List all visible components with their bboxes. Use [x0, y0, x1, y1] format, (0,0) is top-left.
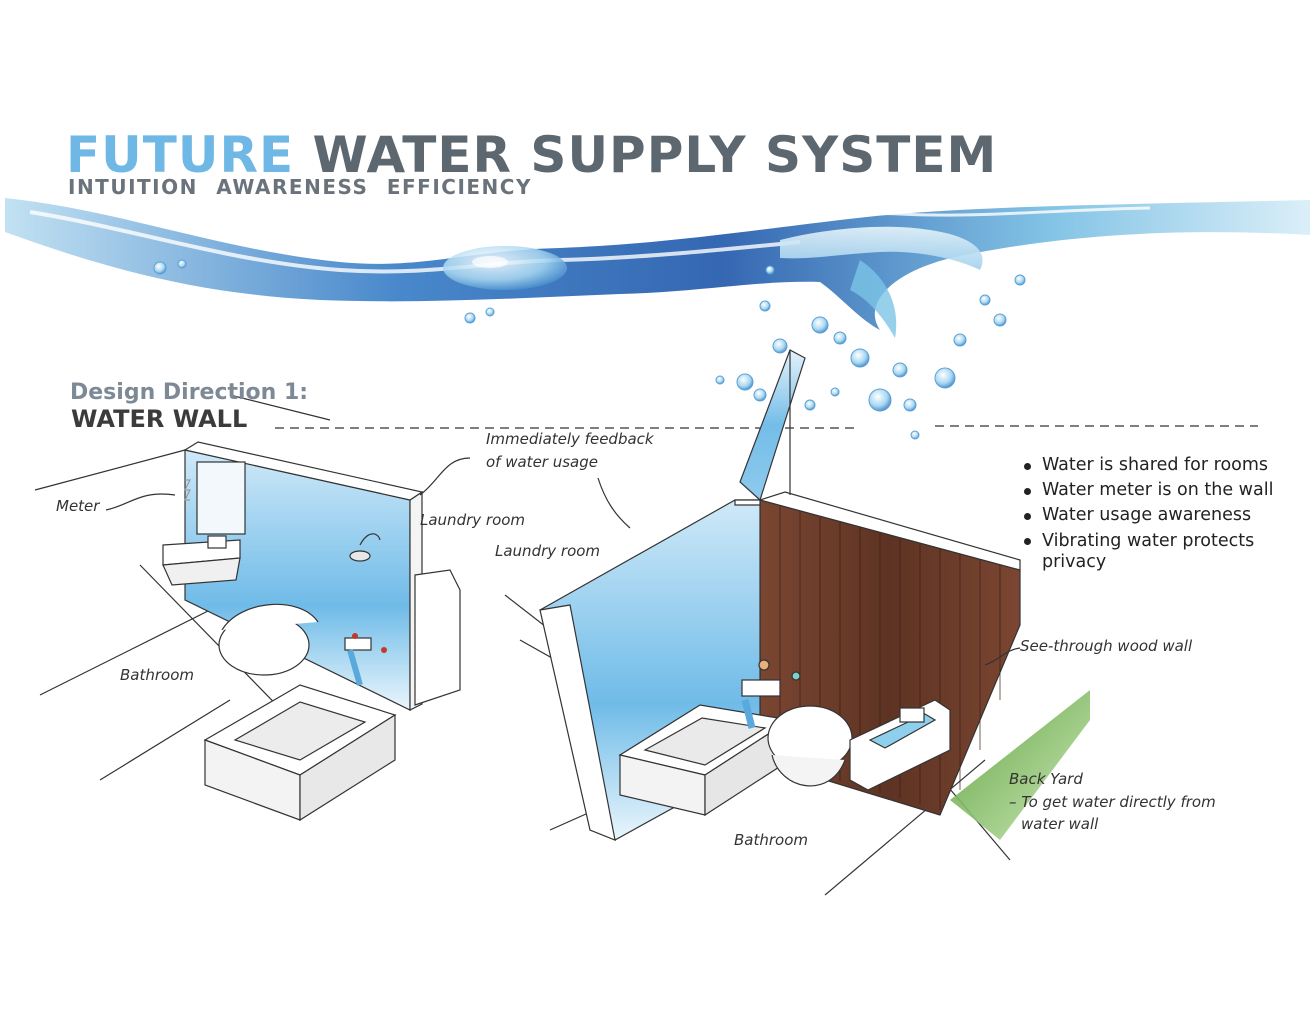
bathroom-label-right: Bathroom	[734, 831, 809, 849]
left-bathroom-sketch	[34, 394, 471, 822]
feature-list: Water is shared for rooms Water meter is…	[1022, 453, 1282, 573]
right-room-sketch	[504, 349, 1090, 896]
direction-label: Design Direction 1:	[70, 380, 309, 405]
feedback-label-line1: Immediately feedback	[486, 430, 654, 448]
list-item: Water usage awareness	[1022, 503, 1282, 528]
backyard-label-line3: water wall	[1021, 815, 1099, 833]
title-highlight: FUTURE	[66, 126, 295, 184]
backyard-label-line1: Back Yard	[1009, 770, 1083, 788]
bathroom-label-left: Bathroom	[120, 666, 195, 684]
laundry-label-right: Laundry room	[495, 542, 601, 560]
list-item: Vibrating water protects privacy	[1022, 528, 1282, 573]
wood-wall-label: See-through wood wall	[1020, 637, 1193, 655]
water-wave	[5, 198, 1310, 338]
direction-name: WATER WALL	[71, 405, 248, 433]
feedback-label-line2: of water usage	[486, 453, 598, 471]
water-droplets	[153, 259, 1026, 440]
page-subtitle: INTUITION AWARENESS EFFICIENCY	[68, 175, 532, 199]
page-title: FUTURE WATER SUPPLY SYSTEM	[66, 126, 997, 184]
list-item: Water meter is on the wall	[1022, 478, 1282, 503]
backyard-label-line2: – To get water directly from	[1009, 793, 1216, 811]
meter-label: Meter	[56, 497, 100, 515]
laundry-label-left: Laundry room	[420, 511, 526, 529]
list-item: Water is shared for rooms	[1022, 453, 1282, 478]
title-rest: WATER SUPPLY SYSTEM	[312, 126, 998, 184]
